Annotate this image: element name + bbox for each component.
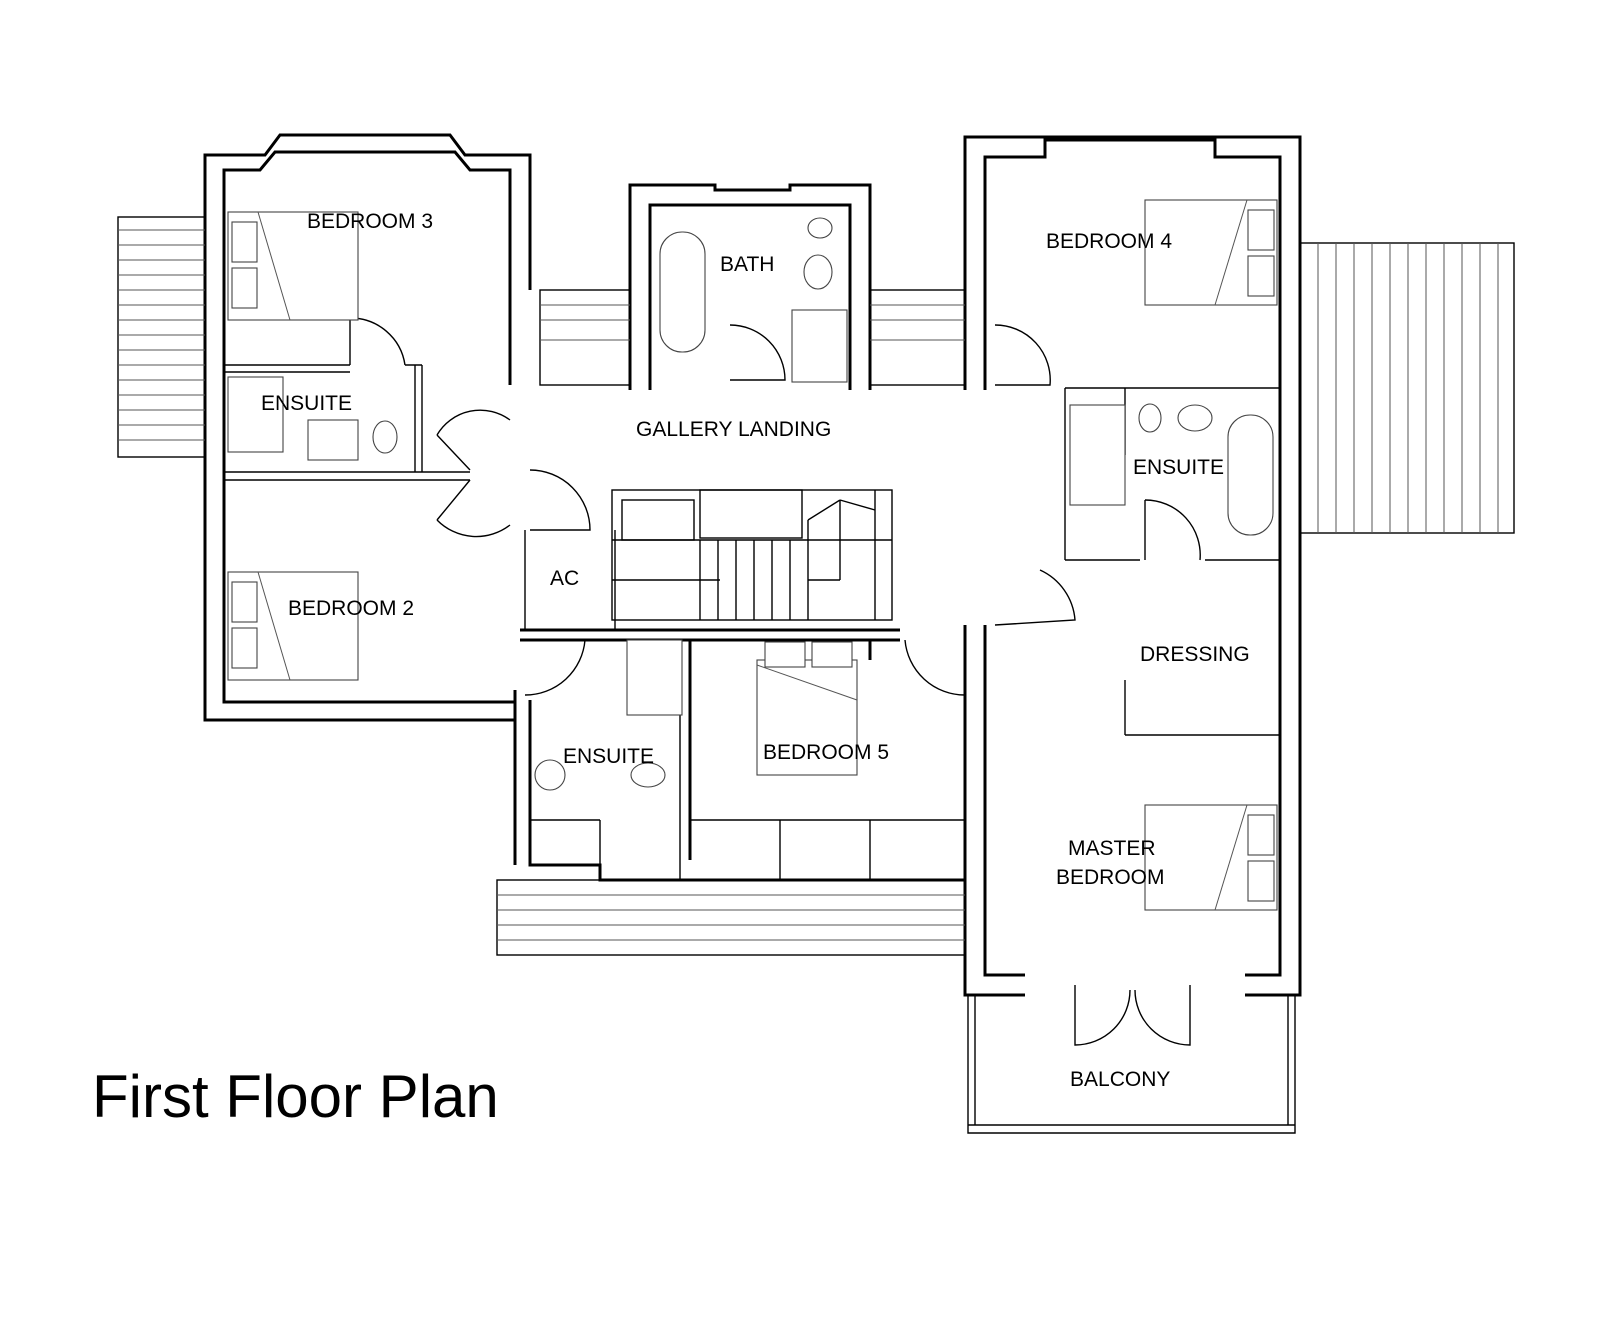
plan-title: First Floor Plan <box>92 1063 499 1130</box>
label-bedroom-3: BEDROOM 3 <box>307 210 433 233</box>
label-bedroom-4: BEDROOM 4 <box>1046 230 1172 253</box>
label-ac: AC <box>550 567 579 590</box>
doors <box>349 317 1201 696</box>
label-bath: BATH <box>720 253 774 276</box>
label-gallery-landing: GALLERY LANDING <box>636 418 831 441</box>
staircase <box>611 489 893 621</box>
label-balcony: BALCONY <box>1070 1068 1170 1091</box>
terraces <box>117 216 1515 1134</box>
fixtures <box>227 199 1278 911</box>
label-bedroom-5: BEDROOM 5 <box>763 741 889 764</box>
label-ensuite-left: ENSUITE <box>261 392 352 415</box>
label-ensuite-bottom: ENSUITE <box>563 745 654 768</box>
label-ensuite-right: ENSUITE <box>1133 456 1224 479</box>
label-dressing: DRESSING <box>1140 643 1250 666</box>
label-master-line1: MASTER <box>1068 837 1156 860</box>
label-bedroom-2: BEDROOM 2 <box>288 597 414 620</box>
label-master-line2: BEDROOM <box>1056 866 1165 889</box>
room-labels: BEDROOM 3 BATH BEDROOM 4 ENSUITE GALLERY… <box>261 210 1250 1091</box>
